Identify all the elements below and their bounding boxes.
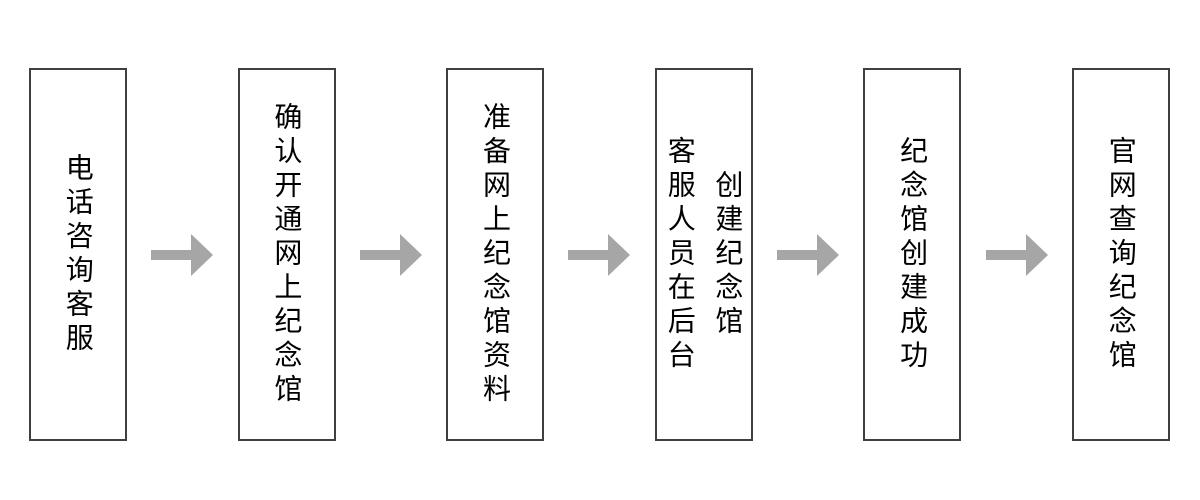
arrow-right-icon (359, 233, 422, 276)
arrow-right-icon (985, 233, 1048, 276)
arrow-right-shape (777, 233, 840, 276)
flow-step-query-official-site: 官网查询纪念馆 (1071, 68, 1170, 441)
flowchart-row: 电话咨询客服 确认开通网上纪念馆 准备网上纪念馆资料 客服人员在后台 创建纪念馆… (0, 68, 1200, 441)
flow-step-backend-create: 客服人员在后台 创建纪念馆 (654, 68, 753, 441)
flow-step-confirm-open: 确认开通网上纪念馆 (237, 68, 336, 441)
flow-step-label: 客服人员在后台 创建纪念馆 (664, 135, 744, 374)
flow-step-label: 准备网上纪念馆资料 (479, 101, 511, 408)
arrow-right-icon (777, 233, 840, 276)
flow-step-label: 电话咨询客服 (62, 152, 94, 357)
flow-step-label: 官网查询纪念馆 (1105, 135, 1137, 374)
arrow-right-shape (568, 233, 631, 276)
flow-step-phone-consult: 电话咨询客服 (29, 68, 127, 441)
arrow-right-icon (151, 233, 214, 276)
arrow-right-shape (151, 233, 214, 276)
flow-step-label: 确认开通网上纪念馆 (271, 101, 303, 408)
flow-step-prepare-materials: 准备网上纪念馆资料 (446, 68, 545, 441)
flow-step-create-success: 纪念馆创建成功 (863, 68, 962, 441)
flow-step-label: 纪念馆创建成功 (897, 135, 929, 374)
arrow-right-icon (568, 233, 631, 276)
arrow-right-shape (985, 233, 1048, 276)
arrow-right-shape (359, 233, 422, 276)
